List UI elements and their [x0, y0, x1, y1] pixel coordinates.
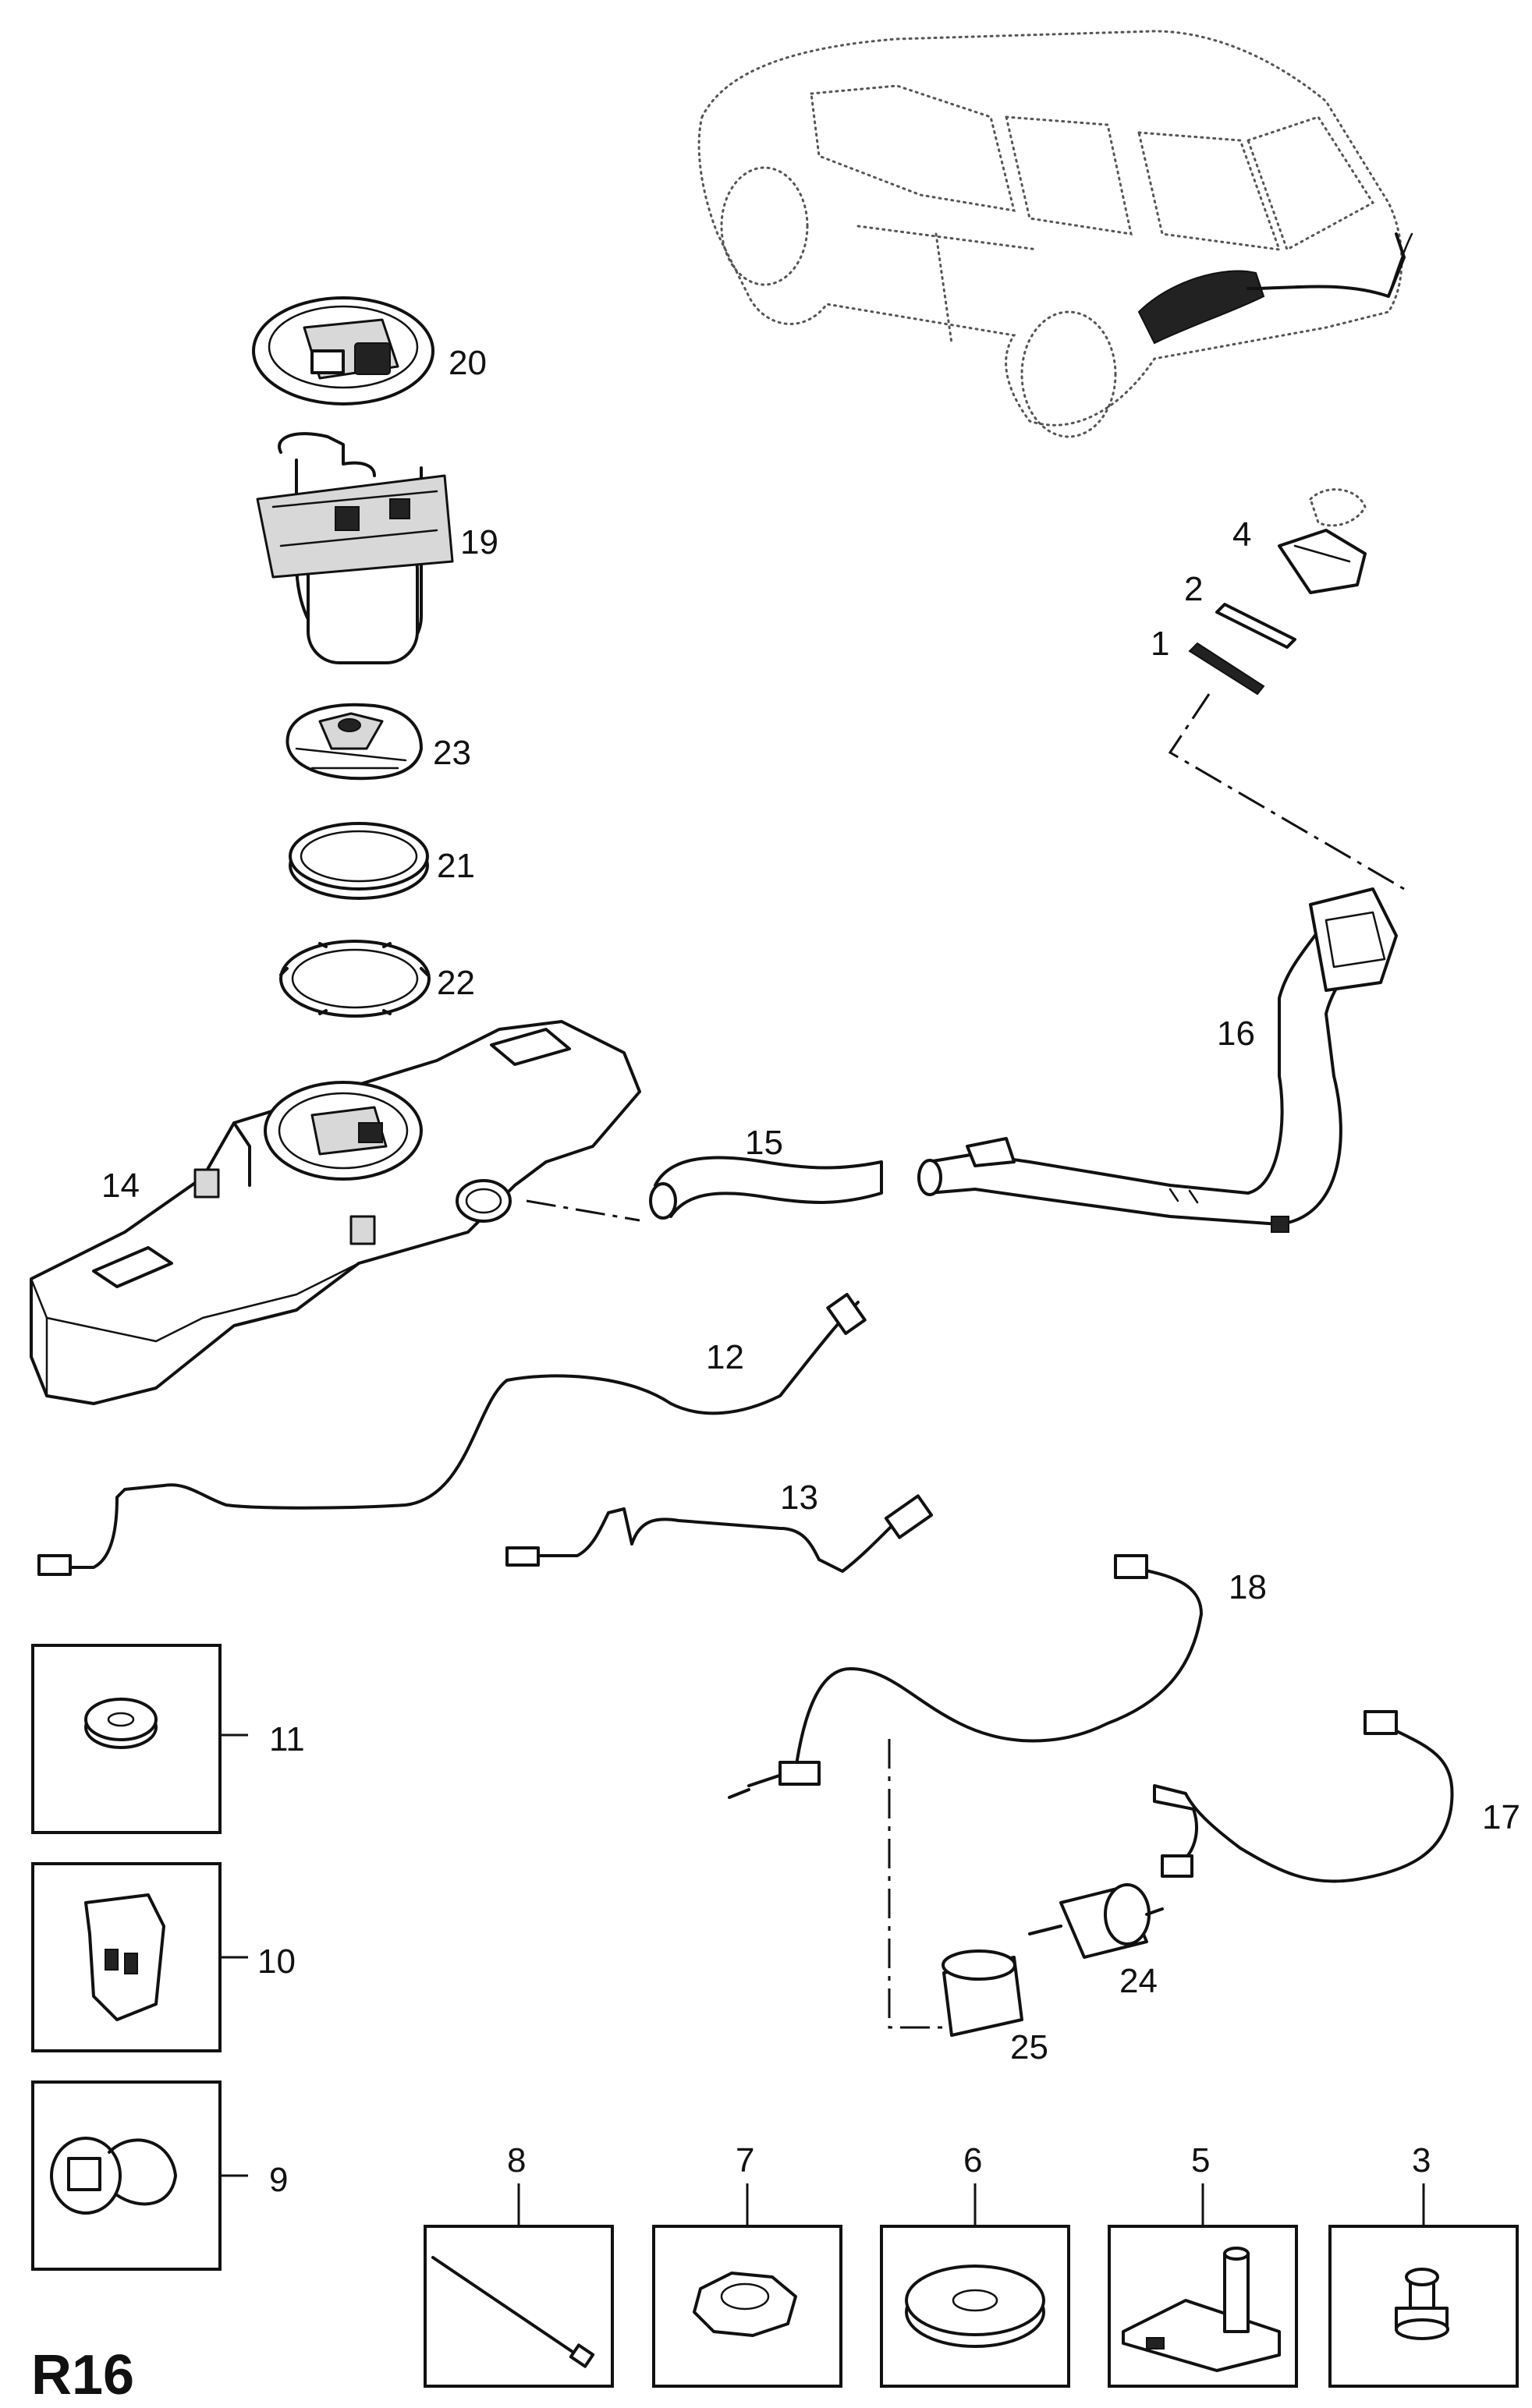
callout-3: 3: [1412, 2141, 1431, 2180]
callout-1: 1: [1151, 625, 1169, 663]
callout-6: 6: [963, 2141, 982, 2180]
part-6-box: [880, 2183, 1070, 2388]
callout-10: 10: [257, 1942, 296, 1981]
callout-19: 19: [460, 523, 498, 561]
part-3-box: [1328, 2183, 1519, 2388]
callout-22: 22: [437, 964, 475, 1002]
diagram-code: R16: [31, 2344, 134, 2406]
callout-8: 8: [507, 2141, 526, 2180]
part-10-box: [31, 1862, 248, 2052]
callout-14: 14: [101, 1167, 140, 1205]
part-23-strainer: [285, 703, 423, 781]
callout-7: 7: [736, 2141, 754, 2180]
part-8-box: [424, 2183, 614, 2388]
part-11-box: [31, 1644, 248, 1834]
callout-25: 25: [1010, 2028, 1048, 2066]
part-14-fuel-tank: [30, 1020, 641, 1405]
part-22-lock-ring: [279, 940, 431, 1018]
callout-23: 23: [433, 734, 471, 772]
part-21-seal: [289, 822, 429, 900]
part-16-filler-neck: [917, 887, 1398, 1233]
vehicle-outline: [697, 30, 1413, 438]
part-12-fuel-line: [37, 1293, 867, 1576]
part-7-box: [652, 2183, 842, 2388]
callout-18: 18: [1229, 1568, 1267, 1606]
callout-15: 15: [745, 1124, 783, 1162]
callout-13: 13: [780, 1478, 818, 1517]
part-24-fuel-filter: [1028, 1883, 1164, 1959]
part-25-sleeve: [942, 1949, 1023, 2037]
part-4-cap-housing: [1278, 488, 1367, 594]
part-15-hose: [649, 1156, 883, 1220]
callout-16: 16: [1217, 1015, 1255, 1053]
part-13-fuel-line: [505, 1494, 934, 1573]
callout-5: 5: [1191, 2141, 1210, 2180]
part-2-gasket: [1215, 603, 1296, 649]
part-19-fuel-pump: [256, 432, 454, 664]
part-9-box: [31, 2080, 248, 2271]
part-17-fuel-line: [1153, 1710, 1454, 1883]
callout-2: 2: [1184, 570, 1203, 608]
part-20-cover: [252, 296, 434, 405]
part-18-fuel-line: [728, 1554, 1203, 1799]
part-5-box: [1108, 2183, 1298, 2388]
callout-9: 9: [269, 2161, 288, 2199]
callout-4: 4: [1232, 515, 1251, 554]
callout-24: 24: [1119, 1962, 1158, 2000]
callout-20: 20: [449, 344, 487, 382]
callout-12: 12: [706, 1338, 744, 1376]
part-1-gasket: [1188, 642, 1265, 696]
callout-11: 11: [269, 1720, 305, 1758]
callout-17: 17: [1482, 1798, 1520, 1836]
callout-21: 21: [437, 847, 475, 885]
